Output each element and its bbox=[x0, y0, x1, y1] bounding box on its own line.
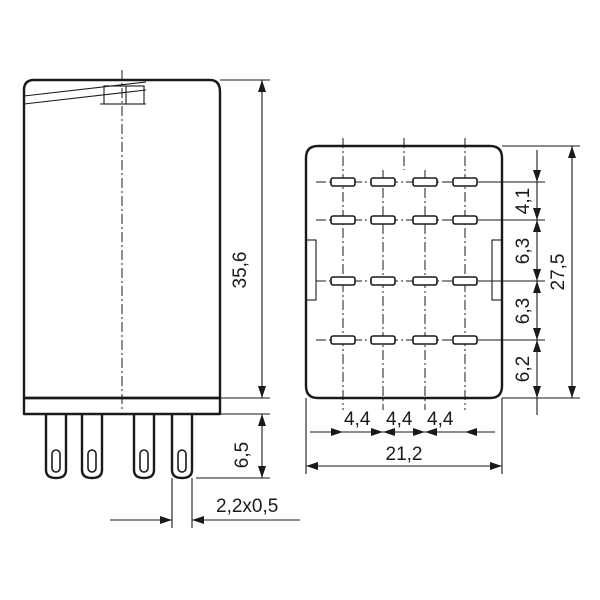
contact-pad bbox=[412, 215, 438, 225]
bottom-view: 4,4 4,4 4,4 21,2 bbox=[304, 138, 580, 474]
contact-pad bbox=[330, 276, 356, 286]
width-label: 21,2 bbox=[386, 444, 423, 465]
pin bbox=[170, 414, 194, 480]
contact-pad bbox=[330, 177, 356, 187]
pitch-y-label-3: 6,3 bbox=[513, 298, 534, 324]
pitch-y-label-2: 6,3 bbox=[513, 238, 534, 264]
contact-pads bbox=[330, 177, 478, 345]
bottom-height-dimension: 27,5 bbox=[548, 146, 576, 398]
contact-pad bbox=[370, 177, 396, 187]
contact-pad bbox=[330, 215, 356, 225]
pitch-x-label-3: 4,4 bbox=[427, 409, 454, 430]
contact-pad bbox=[452, 177, 478, 187]
pin bbox=[132, 414, 156, 480]
pitch-y-label-1: 4,1 bbox=[513, 188, 534, 214]
bottom-height-label: 27,5 bbox=[548, 254, 569, 291]
contact-pad bbox=[330, 335, 356, 345]
pitch-x-label-1: 4,4 bbox=[344, 409, 371, 430]
pitch-x-dimension: 4,4 4,4 4,4 bbox=[310, 409, 495, 436]
contact-pad bbox=[452, 215, 478, 225]
pitch-x-label-2: 4,4 bbox=[386, 409, 413, 430]
contact-pad bbox=[370, 335, 396, 345]
side-view: 35,6 6,5 2,2x0,5 bbox=[22, 70, 300, 528]
contact-pad bbox=[452, 276, 478, 286]
pin-length-dimension: 6,5 bbox=[196, 413, 270, 479]
pitch-y-label-4: 6,2 bbox=[513, 356, 534, 382]
housing-height-label: 35,6 bbox=[230, 252, 251, 289]
contact-pad bbox=[412, 276, 438, 286]
pin-section-label: 2,2x0,5 bbox=[216, 496, 278, 517]
housing-height-dimension: 35,6 bbox=[220, 79, 270, 399]
pin-section-dimension: 2,2x0,5 bbox=[110, 478, 300, 528]
pins bbox=[44, 414, 194, 480]
side-tab-right bbox=[491, 239, 503, 301]
test-button-latch bbox=[23, 81, 147, 105]
contact-pad bbox=[370, 215, 396, 225]
contact-pad bbox=[412, 335, 438, 345]
width-dimension: 21,2 bbox=[305, 398, 503, 474]
contact-pad bbox=[412, 177, 438, 187]
bottom-outline bbox=[304, 144, 504, 400]
side-tab-left bbox=[305, 239, 317, 301]
pin-length-label: 6,5 bbox=[232, 442, 253, 468]
contact-pad bbox=[370, 276, 396, 286]
pitch-y-dimension: 4,1 6,3 6,3 6,2 bbox=[478, 145, 580, 415]
pin bbox=[44, 414, 68, 480]
pin bbox=[80, 414, 104, 480]
contact-pad bbox=[452, 335, 478, 345]
